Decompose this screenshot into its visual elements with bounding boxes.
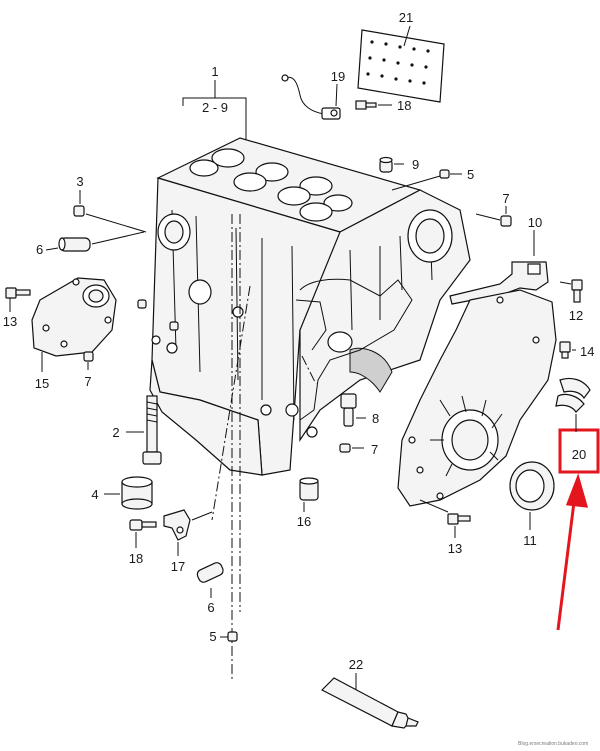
label-13-right: 13 [448,541,462,556]
part-13-bolt-right [447,513,471,525]
label-18-top: 18 [397,98,411,113]
part-13-bolt-left [5,287,31,299]
label-2: 2 [112,425,119,440]
label-5-upper: 5 [467,167,474,182]
label-10: 10 [528,215,542,230]
label-16: 16 [297,514,311,529]
label-14: 14 [580,344,594,359]
label-22: 22 [349,657,363,672]
part-18-bolt-lower [129,519,157,531]
label-1-range: 2 - 9 [202,100,228,115]
highlight-box-20 [558,428,600,474]
part-15-cover-plate [31,277,117,357]
part-4-sealing-plug [121,476,153,510]
pin-left-2 [169,321,179,331]
label-4: 4 [91,487,98,502]
part-17-bracket [163,509,191,541]
part-18-bolt-top [355,100,377,110]
label-20: 20 [572,447,586,462]
label-6-lower: 6 [207,600,214,615]
part-7-sleeve-middle [339,443,351,453]
engine-block [149,137,471,476]
label-21: 21 [399,10,413,25]
label-17: 17 [171,559,185,574]
red-arrow-pointer [556,473,589,631]
label-13-left: 13 [3,314,17,329]
label-7-left: 7 [84,374,91,389]
part-6-dowel-upper [58,237,91,252]
label-18-lower: 18 [129,551,143,566]
label-9: 9 [412,157,419,172]
part-16-sleeve [299,477,319,501]
label-11: 11 [523,533,537,548]
watermark-text: Blog.ersecreation.bukadeo.com [518,741,588,747]
part-9-plug [379,156,393,173]
part-5-plug-upper [439,169,450,179]
part-2-head-bolt [142,395,162,465]
part-8-sensor [340,393,357,427]
part-11-oil-seal [509,461,555,511]
label-1: 1 [211,64,218,79]
part-14-bolt [559,341,571,359]
label-19: 19 [331,69,345,84]
part-6-dowel-lower [196,562,224,583]
part-21-gasket-plate [357,29,445,103]
label-7-middle: 7 [371,442,378,457]
timing-cover [397,289,557,507]
part-12-bolt [571,279,583,303]
part-3-plug [73,205,85,217]
pin-left-1 [137,299,147,309]
leader-dash-3 [211,285,251,521]
label-8: 8 [372,411,379,426]
label-15: 15 [35,376,49,391]
part-20-seal-segment [555,377,591,413]
label-5-lower: 5 [209,629,216,644]
label-6-upper: 6 [36,242,43,257]
part-7-sleeve-left [83,351,94,362]
part-22-sealant-tube [320,677,419,729]
leader-dash-4 [301,355,317,385]
part-19-sensor [281,74,341,120]
label-12: 12 [569,308,583,323]
label-7-right: 7 [502,191,509,206]
part-7-sleeve-right [500,215,512,227]
part-5-plug-lower [227,631,238,642]
label-3: 3 [76,174,83,189]
